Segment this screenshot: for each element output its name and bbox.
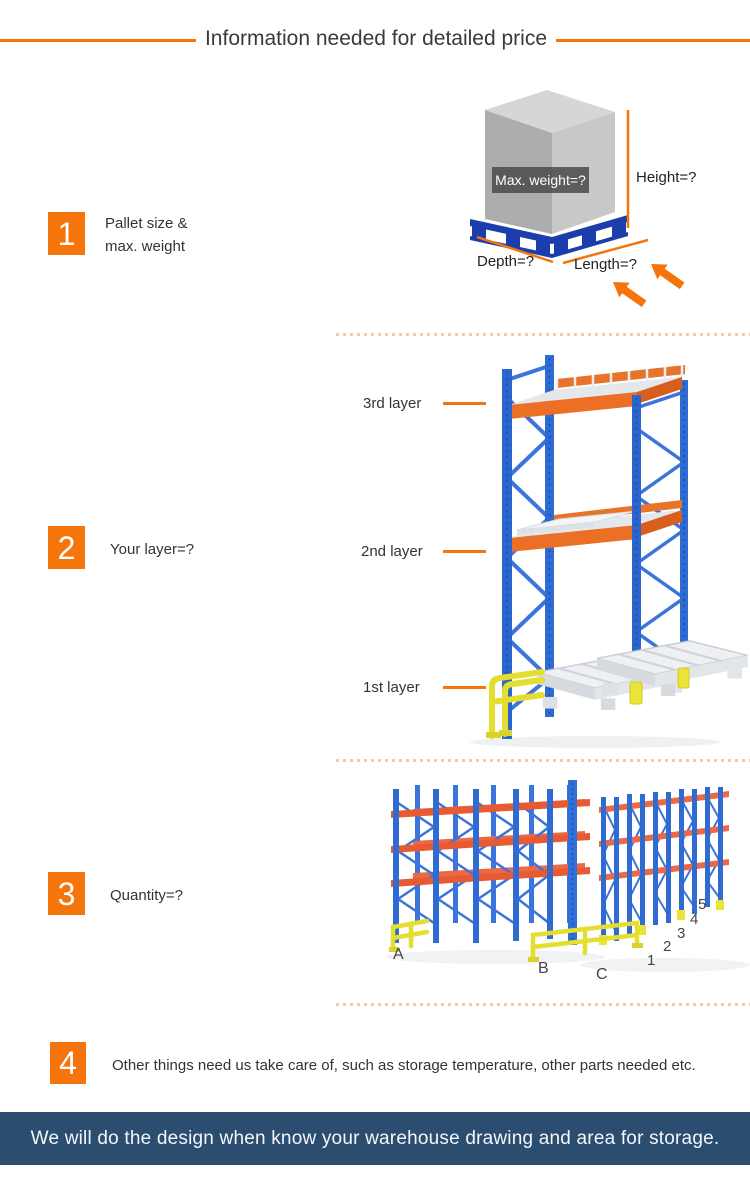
rack-block-right [599,787,729,945]
row-label-a: A [393,946,404,963]
rack-braces-right [632,390,688,668]
cargo-box-shape [485,90,615,234]
safety-guard [489,669,545,739]
row-b-front-post [568,780,577,945]
rack-front-posts [502,369,641,739]
step-1-label: Pallet size & max. weight [105,212,188,258]
step-1-label-line2: max. weight [105,238,186,255]
rack-level-3 [509,365,685,419]
page-title: Information needed for detailed price [204,27,548,50]
layer-3-pointer [443,402,486,405]
title-rule-right [556,39,750,42]
row-label-c: C [596,966,608,983]
step-3-badge: 3 [48,872,85,915]
dotted-separator-2 [336,759,750,762]
count-label-3: 3 [677,925,686,942]
count-label-2: 2 [663,938,672,955]
max-weight-label: Max. weight=? [492,167,589,193]
floor-shadow [580,958,750,972]
step-4-label: Other things need us take care of, such … [112,1057,696,1074]
pallet-box-illustration [470,90,685,308]
height-label: Height=? [636,169,697,186]
row-label-b: B [538,960,549,977]
count-label-1: 1 [647,952,656,969]
guard-foot [486,732,501,738]
rack-rows-illustration [385,780,750,972]
layer-1-label: 1st layer [363,679,420,696]
post-protector [629,681,643,705]
count-label-4: 4 [690,911,699,928]
length-measure-line [562,238,649,265]
safety-guard-a [390,918,430,952]
floor-shadow [470,736,720,748]
step-4-badge: 4 [50,1042,86,1084]
dotted-separator-3 [336,1003,750,1006]
title-rule-left [0,39,196,42]
footer-banner: We will do the design when know your war… [0,1112,750,1165]
step-1-badge: 1 [48,212,85,255]
arrow-icon [613,264,685,308]
post-protector [677,667,690,689]
step-2-label: Your layer=? [110,541,195,558]
layer-1-pointer [443,686,486,689]
guard-foot [528,957,539,962]
length-label: Length=? [574,256,637,273]
safety-guard-bc [530,920,640,962]
step-3-label: Quantity=? [110,887,183,904]
step-1-label-line1: Pallet size & [105,215,188,232]
step-2-badge: 2 [48,526,85,569]
dotted-separator-1 [336,333,750,336]
rack-illustration [470,355,749,748]
layer-3-label: 3rd layer [363,395,422,412]
layer-2-label: 2nd layer [361,543,423,560]
guard-foot [499,730,512,736]
guard-foot [632,943,643,948]
guard-foot [389,947,399,952]
rack-level-2 [509,500,682,552]
footer-banner-text: We will do the design when know your war… [30,1127,720,1149]
depth-measure-line [476,235,554,264]
layer-2-pointer [443,550,486,553]
count-label-5: 5 [698,896,707,913]
depth-label: Depth=? [477,253,535,270]
rack-row-front [391,789,590,943]
floor-shadow [385,950,605,964]
